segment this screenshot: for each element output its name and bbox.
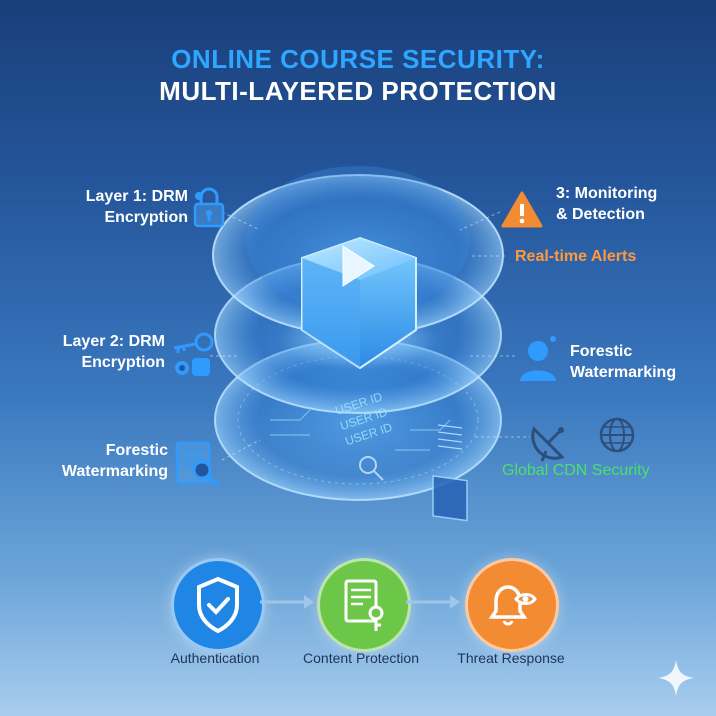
- page-title-line1: ONLINE COURSE SECURITY:: [171, 44, 545, 74]
- shield-check-icon: [197, 576, 239, 634]
- watermark-left-line1: Forestic: [105, 442, 168, 459]
- layer2-line2: Encryption: [81, 354, 165, 371]
- user-icon: [520, 336, 556, 381]
- authentication-step: [171, 558, 265, 652]
- monitoring-label: 3: Monitoring & Detection: [556, 183, 657, 225]
- layer2-label: Layer 2: DRM Encryption: [30, 331, 165, 373]
- bell-eye-icon: [488, 585, 537, 626]
- watermark-left-line2: Watermarking: [61, 463, 168, 480]
- padlock-icon: [193, 187, 225, 228]
- monitoring-line1: 3: Monitoring: [556, 185, 658, 202]
- key-icon: [173, 332, 214, 376]
- cdn-security-label: Global CDN Security: [502, 462, 650, 479]
- realtime-alerts-label: Real-time Alerts: [515, 248, 637, 265]
- watermark-right-line1: Forestic: [570, 343, 633, 360]
- globe-icon: [599, 417, 635, 453]
- content-protection-step: [317, 558, 411, 652]
- document-panel-icon: [432, 424, 468, 522]
- arrow-right-icon: [406, 595, 460, 609]
- warning-icon: [501, 191, 543, 228]
- monitoring-line2: & Detection: [556, 206, 645, 223]
- threat-response-step: [465, 558, 559, 652]
- document-search-icon: [175, 441, 220, 488]
- watermark-right-line2: Watermarking: [570, 364, 677, 381]
- play-icon: [342, 245, 375, 287]
- magnifier-icon: [359, 456, 384, 481]
- layer1-label: Layer 1: DRM Encryption: [60, 186, 188, 228]
- document-key-icon: [344, 579, 384, 631]
- threat-response-label: Threat Response: [457, 650, 565, 666]
- arrow-right-icon: [260, 595, 314, 609]
- layer1-line2: Encryption: [104, 209, 188, 226]
- layer2-line1: Layer 2: DRM: [62, 333, 165, 350]
- watermark-right-label: Forestic Watermarking: [570, 341, 676, 383]
- watermark-left-label: Forestic Watermarking: [46, 440, 168, 482]
- content-protection-label: Content Protection: [303, 650, 419, 666]
- page-title-line2: MULTI-LAYERED PROTECTION: [159, 76, 557, 106]
- core-video-shield: [301, 236, 417, 370]
- satellite-dish-icon: [531, 426, 565, 462]
- layer1-line1: Layer 1: DRM: [85, 188, 188, 205]
- authentication-label: Authentication: [170, 650, 260, 666]
- sparkle-icon: [658, 660, 694, 696]
